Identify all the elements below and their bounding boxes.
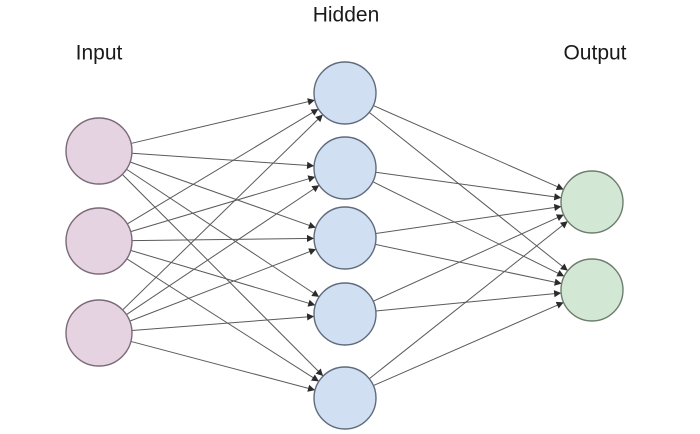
edge-arrowhead (315, 368, 324, 377)
hidden-node-5 (313, 366, 377, 430)
edge (373, 105, 564, 190)
edge (131, 237, 315, 242)
hidden-node-2 (313, 136, 377, 200)
edge-arrowhead (553, 193, 562, 201)
edge-arrowhead (307, 221, 316, 229)
edge (372, 181, 565, 277)
input-node-2 (65, 207, 133, 275)
edge (130, 340, 316, 391)
edge-arrowhead (308, 248, 317, 256)
edge-arrowhead (307, 384, 316, 392)
edge-arrowhead (311, 290, 320, 297)
edge-arrowhead (560, 221, 568, 229)
nodes-group (65, 61, 624, 430)
layer-label-input: Input (76, 42, 123, 65)
edge (126, 184, 320, 316)
edge (130, 249, 316, 306)
edge-arrowhead (555, 183, 564, 190)
edge-arrowhead (554, 278, 562, 286)
layer-label-output: Output (563, 42, 626, 65)
edge (373, 301, 564, 387)
edge (131, 99, 315, 144)
edge-arrowhead (306, 161, 315, 169)
hidden-node-4 (313, 282, 377, 346)
edge-arrowhead (310, 108, 319, 116)
edge (122, 114, 324, 311)
edge (131, 315, 315, 331)
edge (121, 174, 324, 377)
edges-group (121, 98, 569, 392)
edge-arrowhead (555, 301, 564, 309)
hidden-node-1 (313, 61, 377, 125)
edge (127, 108, 319, 225)
edge-arrowhead (315, 114, 323, 123)
edge (130, 176, 316, 233)
edge-arrowhead (307, 98, 315, 106)
edge (373, 214, 564, 302)
edge-arrowhead (306, 313, 315, 321)
edge (131, 152, 315, 167)
edge (375, 243, 562, 285)
edge-arrowhead (555, 214, 564, 221)
edge (375, 292, 562, 312)
edge-arrowhead (311, 185, 320, 193)
input-node-3 (65, 299, 133, 367)
edge-arrowhead (553, 203, 562, 212)
edge-arrowhead (553, 290, 562, 298)
edge-arrowhead (306, 234, 314, 243)
output-node-1 (560, 170, 624, 234)
edge-arrowhead (307, 299, 316, 307)
edge (368, 111, 569, 272)
edge (368, 220, 569, 380)
output-node-2 (560, 258, 624, 322)
edge (375, 205, 562, 235)
edge (129, 248, 317, 322)
edge-arrowhead (307, 175, 316, 183)
edge-arrowhead (556, 269, 565, 277)
edge (129, 161, 316, 229)
edge (126, 168, 320, 298)
layer-label-hidden: Hidden (313, 4, 380, 27)
labels-group: Input Hidden Output (76, 4, 627, 65)
edge-arrowhead (311, 374, 319, 382)
hidden-node-3 (313, 206, 377, 270)
edge-arrowhead (560, 263, 568, 271)
edge (126, 258, 320, 382)
edge (375, 171, 562, 199)
input-node-1 (65, 117, 133, 185)
